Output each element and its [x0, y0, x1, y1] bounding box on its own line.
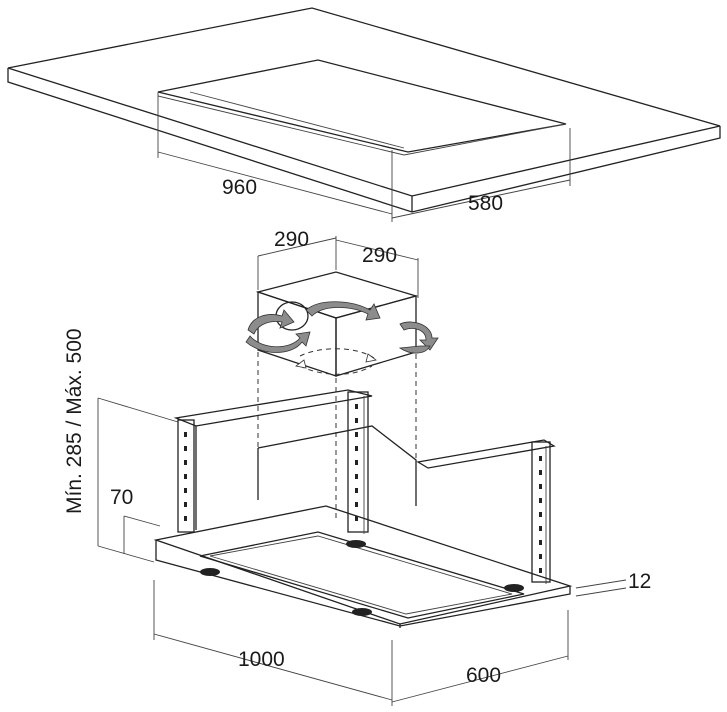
rotate-arrow-icon: [245, 331, 311, 353]
projection-lines: [257, 352, 417, 520]
height-range-label: Mín. 285 / Máx. 500: [63, 328, 86, 514]
ceiling-panel: [7, 7, 721, 213]
ceiling-depth-label: 580: [468, 192, 503, 215]
thickness-dimension: 12: [575, 570, 651, 597]
hood-width-label: 1000: [238, 648, 285, 671]
ceiling-depth-dimension: 580: [391, 128, 571, 219]
duct-width-label: 290: [274, 228, 309, 251]
thickness-label: 12: [628, 570, 651, 593]
height-range-dimension: Mín. 285 / Máx. 500: [63, 328, 179, 563]
rotate-arrow-icon: [399, 321, 439, 351]
rotate-arrow-icon: [398, 345, 431, 354]
hood-body: [153, 505, 573, 628]
support-frame: [173, 389, 556, 584]
duct-width-dimension: 290: [257, 228, 337, 290]
duct-depth-dimension: 290: [335, 239, 419, 298]
ceiling-width-dimension: 960: [157, 96, 393, 222]
hood-depth-label: 600: [466, 664, 501, 687]
hood-width-dimension: 1000: [153, 580, 393, 706]
post-holes: [184, 404, 542, 573]
hood-depth-dimension: 600: [391, 610, 569, 703]
frame-height-dimension: 70: [110, 486, 161, 554]
duct-depth-label: 290: [362, 244, 397, 267]
rotate-arrow-icon: [305, 301, 381, 321]
frame-height-label: 70: [110, 486, 133, 509]
ceiling-width-label: 960: [222, 176, 257, 199]
airflow-arrows: [245, 301, 439, 375]
rotate-arrow-icon: [247, 309, 295, 335]
